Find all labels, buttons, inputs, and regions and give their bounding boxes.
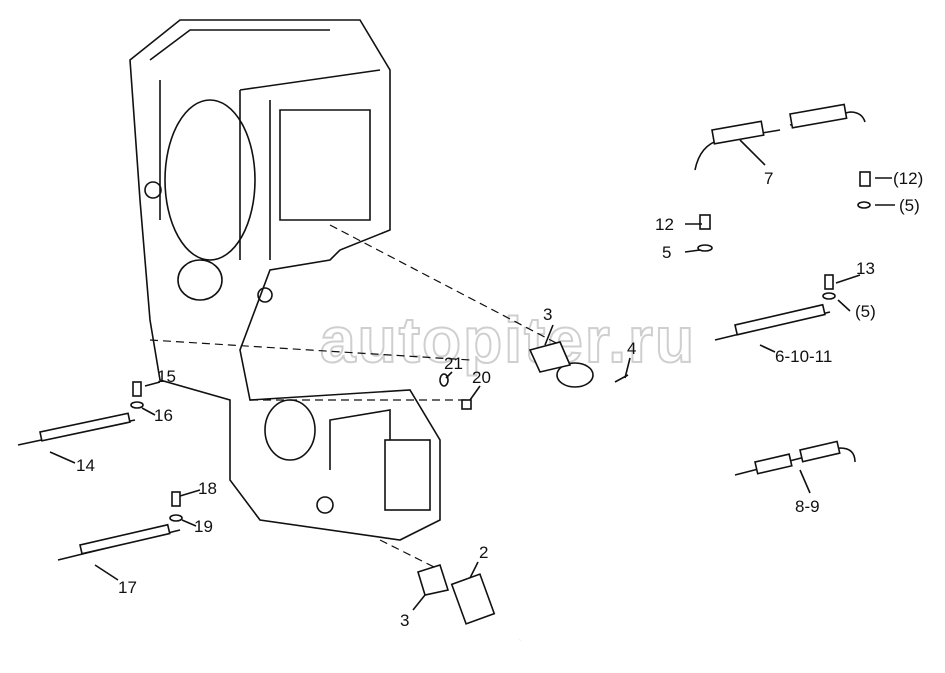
label-4: 4 [627, 339, 636, 358]
label-14: 14 [76, 456, 95, 475]
label-3-bottom: 3 [400, 611, 409, 630]
label-8-9: 8-9 [795, 497, 820, 516]
hose-17 [57, 523, 181, 561]
hose-14 [17, 412, 136, 446]
label-17: 17 [118, 578, 137, 597]
label-21: 21 [444, 354, 463, 373]
watermark: autopiter.ru [174, 303, 696, 377]
label-5-ref-top: (5) [899, 196, 920, 215]
leader-lines [49, 139, 895, 611]
suction-pipe [417, 341, 594, 644]
fittings [130, 171, 871, 522]
label-19: 19 [194, 517, 213, 536]
transmission-housing [129, 19, 441, 541]
label-18: 18 [198, 479, 217, 498]
hose-6-10-11 [714, 303, 831, 341]
label-5-ref-mid: (5) [855, 302, 876, 321]
label-7: 7 [764, 169, 773, 188]
label-16: 16 [154, 406, 173, 425]
label-15: 15 [157, 367, 176, 386]
label-2: 2 [479, 543, 488, 562]
label-3-top: 3 [543, 305, 552, 324]
label-12-ref: (12) [893, 169, 923, 188]
hose-7 [694, 103, 866, 171]
label-13: 13 [856, 259, 875, 278]
label-20: 20 [472, 368, 491, 387]
label-5: 5 [662, 243, 671, 262]
label-12: 12 [655, 215, 674, 234]
label-6-10-11: 6-10-11 [775, 347, 832, 366]
hose-8-9 [734, 440, 856, 476]
callout-labels: 7 (12) (5) 12 5 13 (5) 6-10-11 3 4 21 20… [76, 169, 923, 630]
watermark-text: autopiter.ru [320, 304, 696, 376]
